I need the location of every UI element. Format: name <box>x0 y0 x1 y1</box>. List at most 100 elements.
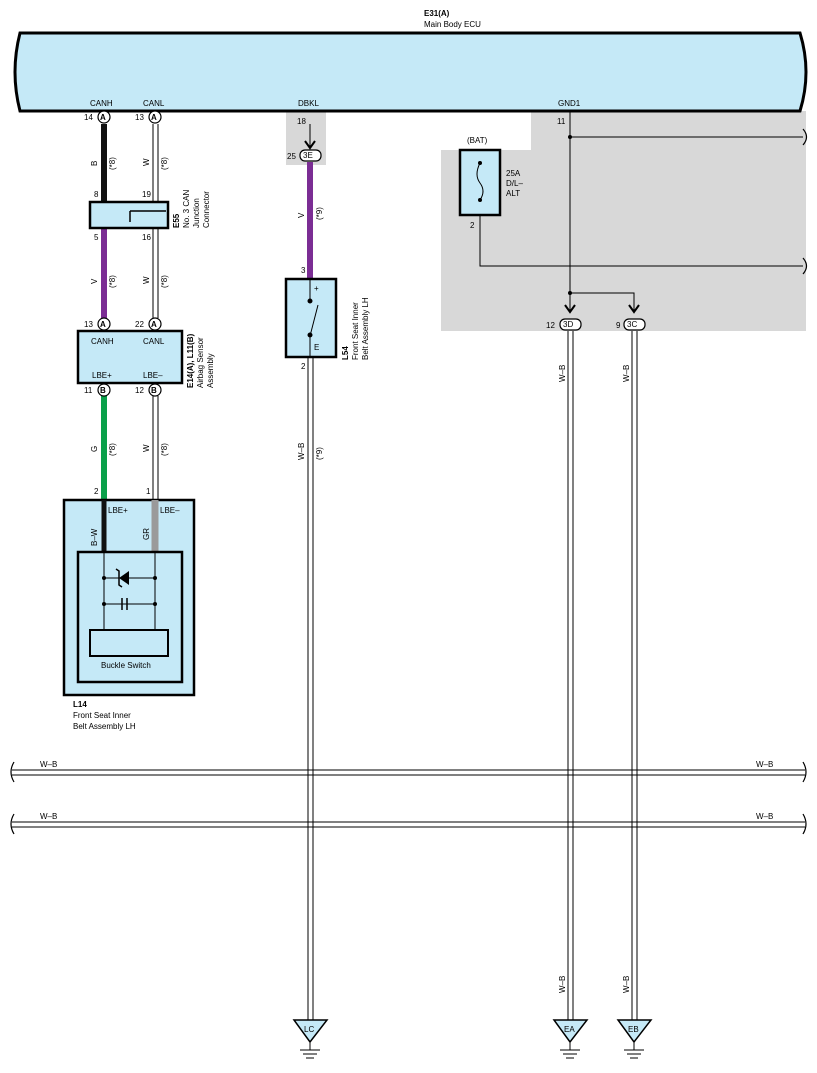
h-wire-label-1r: W–B <box>756 760 773 769</box>
h-wire-label-2l: W–B <box>40 812 57 821</box>
tag-3e-box <box>299 149 322 162</box>
wire-label-w3: W <box>142 444 151 452</box>
ground-lc-label: LC <box>304 1025 314 1034</box>
wire-note-9a: (*9) <box>315 207 324 220</box>
switch-icon <box>307 279 319 357</box>
tag-a-3: A <box>100 320 106 329</box>
wire-label-wb-eb-bot: W–B <box>622 976 631 993</box>
pin-3: 3 <box>301 266 306 275</box>
pin-19: 19 <box>142 190 151 199</box>
fuse-name1: D/L– <box>506 179 523 188</box>
wire-note-8d: (*8) <box>160 275 169 288</box>
pin-22: 22 <box>135 320 144 329</box>
l54-plus: + <box>314 284 319 293</box>
l14-id: L14 <box>73 700 87 709</box>
break-mark-1 <box>802 128 808 146</box>
ground-eb-icon <box>616 1019 653 1059</box>
wire-label-b: B <box>90 161 99 166</box>
wire-label-wb-ea-bot: W–B <box>558 976 567 993</box>
junction-line1: No. 3 CAN <box>182 190 191 228</box>
shaded-region-gnd <box>531 111 806 151</box>
ecu-name: Main Body ECU <box>424 20 481 29</box>
junction-connector-box <box>88 200 170 230</box>
l54-line2: Belt Assembly LH <box>361 297 370 360</box>
l14-lbep: LBE+ <box>108 506 128 515</box>
ground-ea-label: EA <box>564 1025 575 1034</box>
l14-wire-label-gr: GR <box>142 528 151 540</box>
wire-fuse-out <box>479 215 803 267</box>
pin-2: 2 <box>301 362 306 371</box>
pin-8: 8 <box>94 190 99 199</box>
pin-12c: 12 <box>546 321 555 330</box>
buckle-switch-label: Buckle Switch <box>101 661 151 670</box>
tag-b-2: B <box>151 386 157 395</box>
wire-note-9b: (*9) <box>315 447 324 460</box>
airbag-line1: Airbag Sensor <box>196 337 205 388</box>
l14-wire-label-bw: B–W <box>90 528 99 546</box>
node-dot-gnd <box>568 135 572 139</box>
shaded-region-gnd-lower <box>441 150 806 331</box>
airbag-id: E14(A), L11(B) <box>186 333 195 388</box>
pin-markers <box>97 110 162 397</box>
l14-line1: Front Seat Inner <box>73 711 131 720</box>
airbag-lbem: LBE– <box>143 371 163 380</box>
pin-5: 5 <box>94 233 99 242</box>
arrow-3d <box>564 304 576 314</box>
buckle-switch-box <box>89 629 169 657</box>
arrow-3e <box>304 140 316 150</box>
wire-label-wb-eb-top: W–B <box>622 365 631 382</box>
tag-a-1: A <box>100 113 106 122</box>
airbag-canl: CANL <box>143 337 165 346</box>
l14-lbem: LBE– <box>160 506 180 515</box>
l54-line1: Front Seat Inner <box>351 302 360 360</box>
wire-label-wb-lc: W–B <box>297 443 306 460</box>
ecu-box <box>13 31 808 113</box>
wire-label-v2: V <box>297 212 306 218</box>
horizontal-wire-2 <box>12 821 805 828</box>
junction-line3: Connector <box>202 191 211 228</box>
pin-1: 1 <box>146 487 151 496</box>
tag-3c-box <box>623 318 646 331</box>
wire-canl <box>152 124 159 500</box>
wire-label-w1: W <box>142 158 151 166</box>
wire-note-8b: (*8) <box>160 157 169 170</box>
l54-id: L54 <box>341 346 350 360</box>
l14-circuit <box>103 552 156 630</box>
junction-id: E55 <box>172 213 181 228</box>
tag-a-2: A <box>151 113 157 122</box>
airbag-canh: CANH <box>91 337 114 346</box>
ecu-pin-dbkl: DBKL <box>298 99 319 108</box>
tag-a-4: A <box>151 320 157 329</box>
wire-label-v1: V <box>90 278 99 284</box>
wire-lc <box>307 357 314 1020</box>
pin-2b: 2 <box>94 487 99 496</box>
l14-line2: Belt Assembly LH <box>73 722 136 731</box>
l54-switch-box <box>284 277 338 359</box>
wire-label-g: G <box>90 446 99 452</box>
tag-3e: 3E <box>303 151 313 160</box>
tag-3d-box <box>559 318 582 331</box>
pin-16: 16 <box>142 233 151 242</box>
tag-3c: 3C <box>627 320 637 329</box>
airbag-line2: Assembly <box>206 353 215 388</box>
wire-label-w2: W <box>142 276 151 284</box>
wire-note-8f: (*8) <box>160 443 169 456</box>
wire-label-wb-ea-top: W–B <box>558 365 567 382</box>
ecu-id: E31(A) <box>424 9 450 18</box>
horizontal-wire-1 <box>12 769 805 776</box>
capacitor-icon <box>121 598 128 610</box>
tag-b-1: B <box>100 386 106 395</box>
zener-diode-icon <box>115 568 129 588</box>
pin-11: 11 <box>557 117 566 126</box>
pin-25: 25 <box>287 152 296 161</box>
ecu-pin-canl: CANL <box>143 99 165 108</box>
pin-13: 13 <box>135 113 144 122</box>
ground-ea-icon <box>552 1019 589 1059</box>
wire-note-8c: (*8) <box>108 275 117 288</box>
wire-ea <box>567 331 574 1020</box>
airbag-sensor-box <box>76 329 184 385</box>
junction-line2: Junction <box>192 198 201 228</box>
fuse-name2: ALT <box>506 189 520 198</box>
pin-2c: 2 <box>470 221 475 230</box>
